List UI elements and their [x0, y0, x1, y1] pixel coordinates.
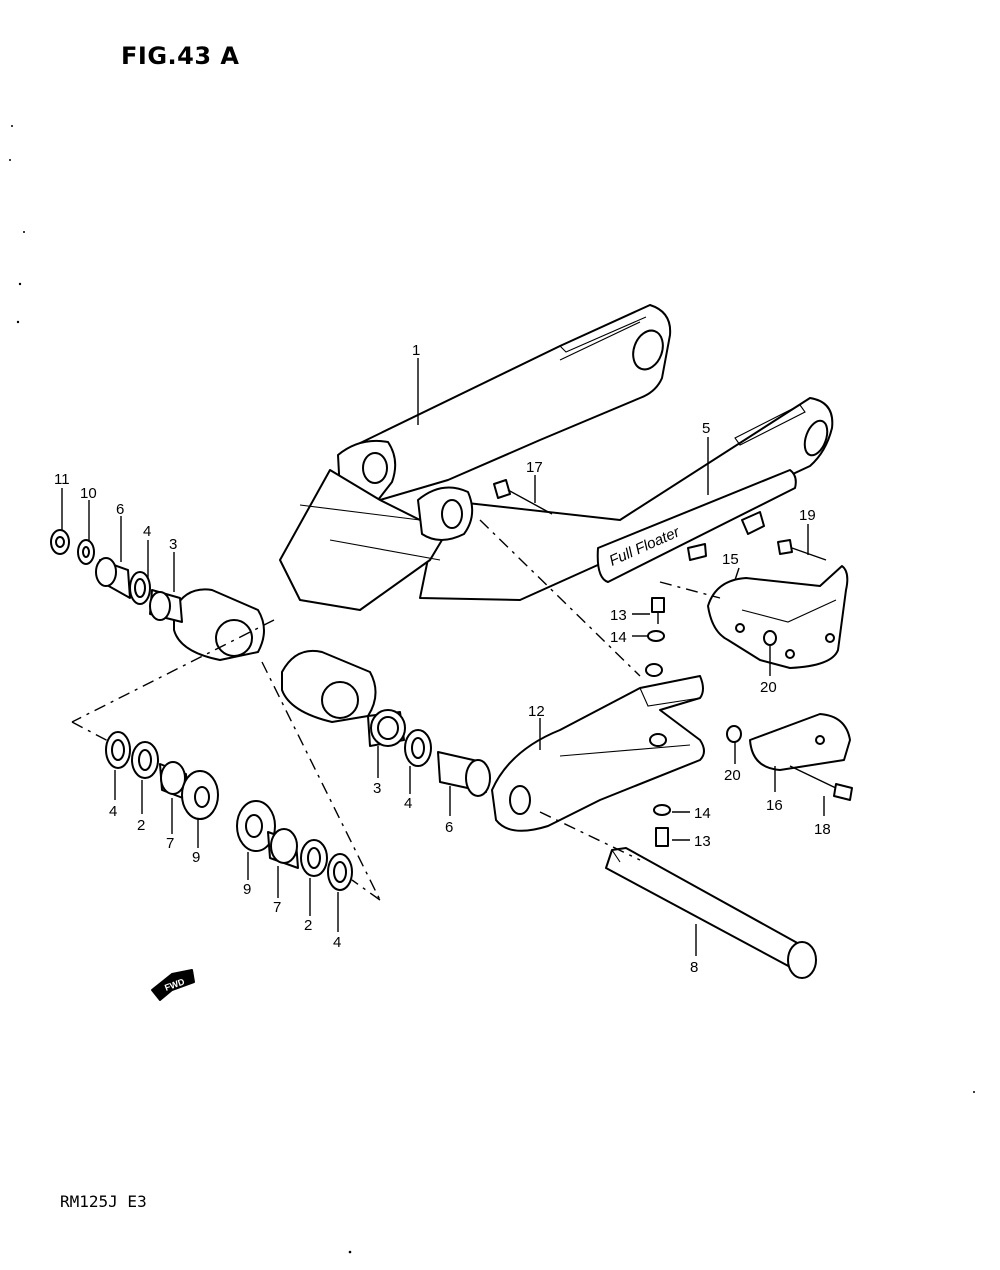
callout-5: 5 [702, 420, 710, 437]
callout-2-center: 2 [304, 917, 312, 934]
assembly-lines [71, 519, 721, 901]
callout-8: 8 [690, 959, 698, 976]
pivot-shaft [605, 847, 817, 979]
callout-4-lowleft: 4 [109, 803, 117, 820]
callout-18: 18 [814, 821, 831, 838]
callout-9-center: 9 [243, 881, 251, 898]
callout-12: 12 [528, 703, 545, 720]
callout-14-upper: 14 [610, 629, 627, 646]
callout-6-left: 6 [116, 501, 124, 518]
callout-3-left: 3 [169, 536, 177, 553]
callout-7-center: 7 [273, 899, 281, 916]
callout-16: 16 [766, 797, 783, 814]
figure-title: FIG.43 A [121, 42, 240, 70]
callout-3-center: 3 [373, 780, 381, 797]
callout-9-lowleft: 9 [192, 849, 200, 866]
cushion-lever [491, 663, 705, 832]
callout-13-upper: 13 [610, 607, 627, 624]
callout-4-right: 4 [404, 795, 412, 812]
callout-19: 19 [799, 507, 816, 524]
callout-15: 15 [722, 551, 739, 568]
callout-20-lower: 20 [724, 767, 741, 784]
leader-lines [61, 358, 825, 956]
callout-7-lowleft: 7 [166, 835, 174, 852]
lower-center-hardware [236, 800, 353, 891]
swingarm: Full Floater [173, 304, 834, 723]
callout-1: 1 [412, 342, 420, 359]
callout-17: 17 [526, 459, 543, 476]
scan-marks [9, 125, 975, 1254]
model-code: RM125J E3 [60, 1192, 147, 1211]
callout-10: 10 [80, 485, 97, 502]
callout-4-center: 4 [333, 934, 341, 951]
lower-left-hardware [105, 731, 219, 820]
callout-14-lower: 14 [694, 805, 711, 822]
callout-20-upper: 20 [760, 679, 777, 696]
forward-direction-arrow-icon: FWD [151, 969, 195, 1001]
callout-labels: 1 5 17 19 15 11 10 6 4 3 13 14 20 12 20 … [54, 342, 831, 976]
center-pivot-hardware [367, 709, 491, 797]
callout-6-center: 6 [445, 819, 453, 836]
callout-11: 11 [54, 471, 70, 488]
callout-13-lower: 13 [694, 833, 711, 850]
left-pivot-hardware [50, 529, 183, 623]
callout-2-lowleft: 2 [137, 817, 145, 834]
small-fasteners [493, 479, 671, 847]
callout-4-left: 4 [143, 523, 151, 540]
chain-guard [726, 713, 853, 801]
